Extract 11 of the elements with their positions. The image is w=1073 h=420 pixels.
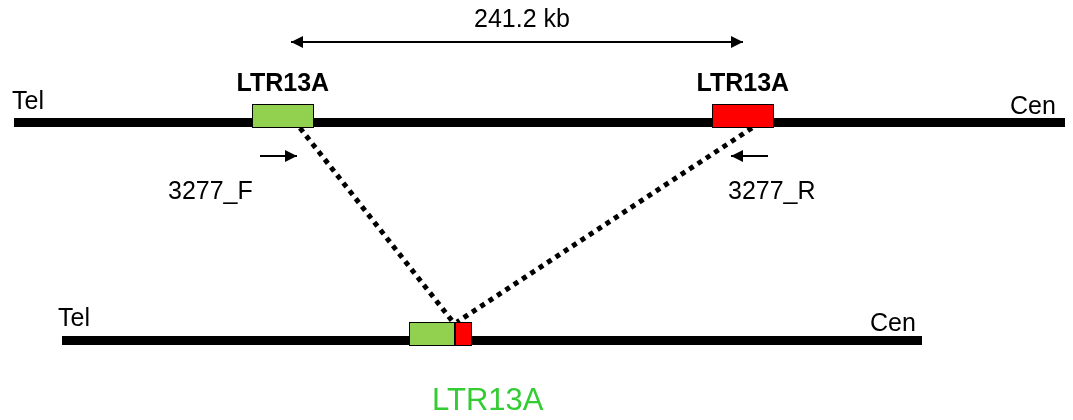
element-heading: LTR13A	[236, 68, 330, 96]
primer-label: 3277_F	[168, 176, 253, 204]
primer-label: 3277_R	[728, 176, 816, 204]
telomere-label: Tel	[12, 86, 44, 114]
telomere-label: Tel	[58, 303, 90, 331]
dimension-label: 241.2 kb	[474, 4, 570, 32]
centromere-label: Cen	[1010, 91, 1056, 119]
element-label: LTR13A	[432, 382, 544, 417]
element-heading: LTR13A	[696, 68, 790, 96]
centromere-label: Cen	[870, 308, 916, 336]
dotted-line	[298, 126, 455, 324]
